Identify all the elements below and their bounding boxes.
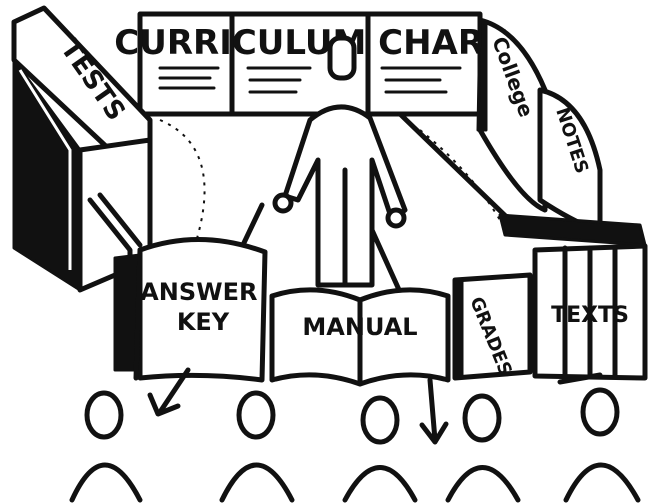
student-2 xyxy=(219,390,295,503)
answer-key-label: ANSWER KEY xyxy=(140,278,266,336)
chart-lines xyxy=(158,66,462,94)
texts-books: TEXTS xyxy=(498,213,648,381)
student-4 xyxy=(445,393,521,503)
answer-key-line-1: ANSWER xyxy=(140,278,257,306)
answer-key-line-2: KEY xyxy=(177,308,230,336)
notes-board: NOTES xyxy=(537,87,603,235)
students xyxy=(69,387,641,503)
student-3 xyxy=(342,395,418,503)
manual-label: MANUAL xyxy=(302,313,417,341)
teacher-figure xyxy=(272,35,408,288)
student-5 xyxy=(563,387,641,503)
answer-key-book: ANSWER KEY xyxy=(133,237,268,383)
curriculum-chart-label: CURRICULUM CHART xyxy=(114,23,506,63)
manual-book: MANUAL xyxy=(269,287,451,387)
texts-label: TEXTS xyxy=(551,303,629,328)
student-arrows xyxy=(147,367,603,445)
grades-book: GRADES xyxy=(452,272,533,381)
curriculum-chart-board: CURRICULUM CHART xyxy=(114,11,507,117)
college-board: College xyxy=(476,17,548,213)
student-1 xyxy=(69,390,143,503)
